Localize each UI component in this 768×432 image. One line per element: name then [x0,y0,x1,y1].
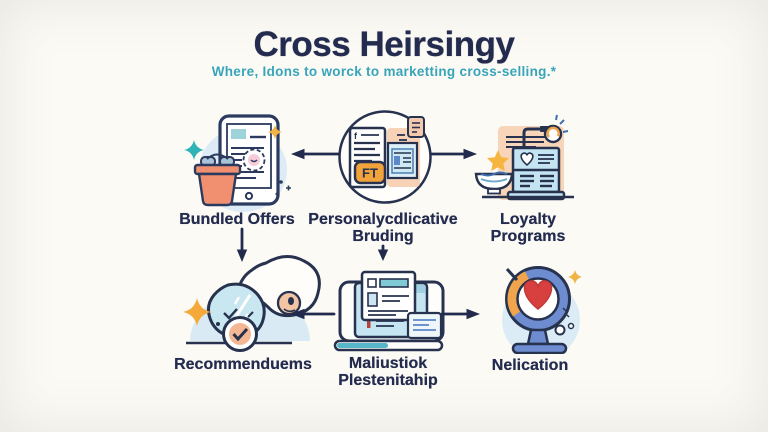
check-badge-icon [222,311,258,352]
star-icon [487,150,509,171]
pipe-arm [522,127,542,148]
label-loyalty-programs: Loyalty Programs [490,211,566,245]
card-icon [406,311,443,340]
svg-text:f: f [354,131,358,141]
bowl-icon [474,171,514,195]
tablet-shopping-basket-icon [184,114,291,212]
label-personalized-branding: Personalycdlicative Bruding [308,211,458,245]
svg-text:FT: FT [362,166,378,181]
loyalty-kiosk-star-bowl-icon [474,114,574,201]
label-recommendations: Recommenduems [174,356,312,373]
kiosk-icon [506,146,566,201]
label-notification: Nelication [491,357,569,374]
hand-eye-icon [236,255,321,318]
red-marker [367,317,371,328]
home-button-icon [244,191,254,201]
stand-icon [511,328,568,354]
decor-dots [275,180,291,196]
globe-heart-icon [502,266,582,354]
heart-icon [523,280,553,310]
sparkle-icon [268,125,282,139]
ft-tag-icon: FT [353,160,387,185]
page-subtitle: Where, Idons to worck to marketting cros… [211,64,557,79]
cloud-eye-check-badge-icon [183,255,321,352]
heart-icon [520,152,534,167]
coin-bell-icon [543,114,569,144]
star-icon [183,298,211,326]
window-card-icon [386,141,419,180]
document-icon [360,270,417,322]
shopping-basket-icon [193,153,242,207]
label-bundled-offers: Bundled Offers [179,211,295,228]
label-marketing-presentation: Maliustiok Plestenitahip [338,355,438,389]
laptop-documents-icon [333,270,445,352]
sticky-note-icon [407,116,425,138]
sparkle-icon [184,140,204,160]
sparkle-icon [568,270,582,284]
page-title: Cross Heirsingy [253,25,515,64]
documents-ft-tag-icon: f FT [338,110,432,204]
